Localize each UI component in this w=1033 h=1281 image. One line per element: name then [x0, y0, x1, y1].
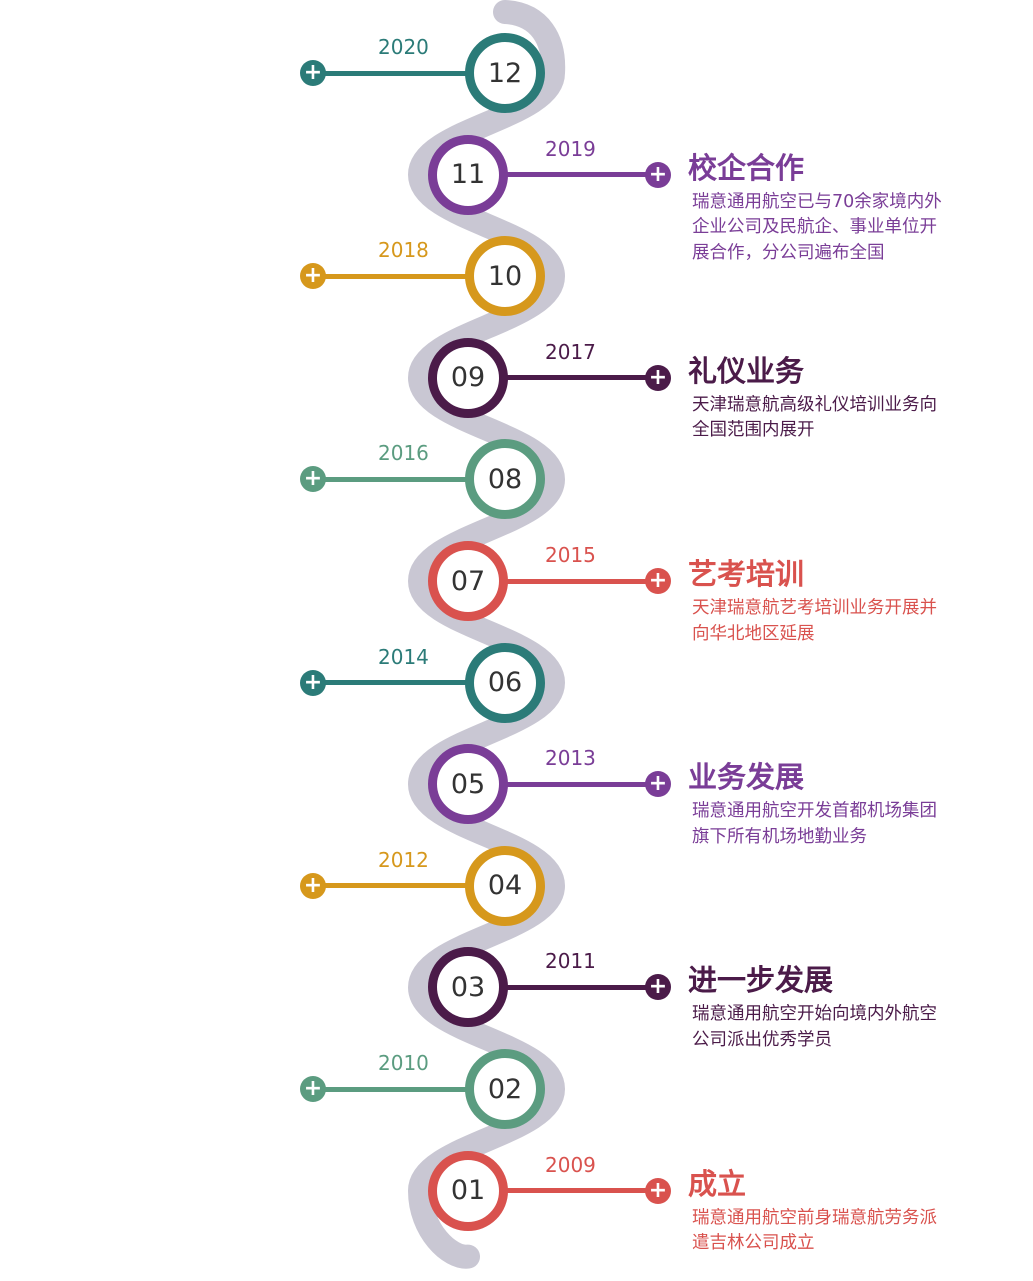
connector-line [468, 1188, 658, 1194]
year-label: 2013 [545, 746, 596, 771]
connector-line [468, 375, 658, 381]
milestone-description: 天津瑞意航艺考培训业务开展并向华北地区延展 [692, 598, 937, 644]
year-label: 2018 [378, 238, 429, 263]
year-label: 2015 [545, 543, 596, 567]
milestone-title: 艺考培训 [688, 557, 805, 591]
plus-icon[interactable]: + [300, 1076, 326, 1102]
year-label: 2012 [378, 847, 429, 872]
plus-icon[interactable]: + [645, 1177, 671, 1204]
milestone-circle: 03 [428, 947, 508, 1028]
plus-icon[interactable]: + [300, 669, 326, 696]
year-label: 2019 [545, 136, 596, 161]
plus-icon[interactable]: + [300, 466, 326, 493]
connector-line [313, 883, 505, 889]
connector-line [313, 70, 505, 76]
milestone-title: 业务发展 [688, 760, 805, 795]
connector-line [468, 984, 658, 990]
year-label: 2009 [545, 1152, 596, 1177]
plus-icon[interactable]: + [645, 771, 671, 798]
year-label: 2011 [545, 949, 596, 974]
connector-line [313, 273, 505, 279]
milestone-description: 天津瑞意航高级礼仪培训业务向全国范围内展开 [692, 394, 937, 441]
year-label: 2014 [378, 644, 429, 669]
plus-icon[interactable]: + [645, 568, 671, 594]
plus-icon[interactable]: + [300, 872, 326, 899]
connector-line [468, 172, 658, 178]
milestone-circle: 05 [428, 744, 508, 825]
milestone-circle: 07 [428, 541, 508, 621]
connector-line [313, 1086, 505, 1092]
milestone-title: 成立 [688, 1166, 747, 1201]
plus-icon[interactable]: + [645, 161, 671, 188]
milestone-description: 瑞意通用航空开始向境内外航空公司派出优秀学员 [692, 1004, 937, 1050]
year-label: 2010 [378, 1051, 429, 1075]
milestone-circle: 06 [465, 642, 545, 723]
connector-line [313, 476, 505, 482]
milestone-circle: 09 [428, 337, 508, 418]
year-label: 2020 [378, 35, 429, 59]
milestone-title: 进一步发展 [688, 963, 834, 998]
plus-icon[interactable]: + [300, 263, 326, 290]
connector-line [313, 680, 505, 686]
milestone-description: 瑞意通用航空前身瑞意航劳务派遣吉林公司成立 [692, 1207, 937, 1254]
plus-icon[interactable]: + [645, 364, 671, 391]
milestone-circle: 04 [465, 845, 545, 926]
milestone-circle: 10 [465, 236, 545, 317]
year-label: 2017 [545, 339, 596, 364]
milestone-description: 瑞意通用航空已与70余家境内外企业公司及民航企、事业单位开展合作，分公司遍布全国 [692, 191, 942, 263]
milestone-description: 瑞意通用航空开发首都机场集团旗下所有机场地勤业务 [692, 801, 937, 847]
year-label: 2016 [378, 441, 429, 466]
milestone-circle: 12 [465, 33, 545, 113]
milestone-circle: 08 [465, 439, 545, 520]
milestone-circle: 02 [465, 1049, 545, 1129]
plus-icon[interactable]: + [645, 974, 671, 1001]
plus-icon[interactable]: + [300, 60, 326, 86]
connector-line [468, 578, 658, 584]
milestone-circle: 11 [428, 134, 508, 215]
milestone-title: 校企合作 [688, 150, 805, 185]
milestone-circle: 01 [428, 1150, 508, 1231]
connector-line [468, 781, 658, 787]
milestone-title: 礼仪业务 [688, 353, 805, 388]
